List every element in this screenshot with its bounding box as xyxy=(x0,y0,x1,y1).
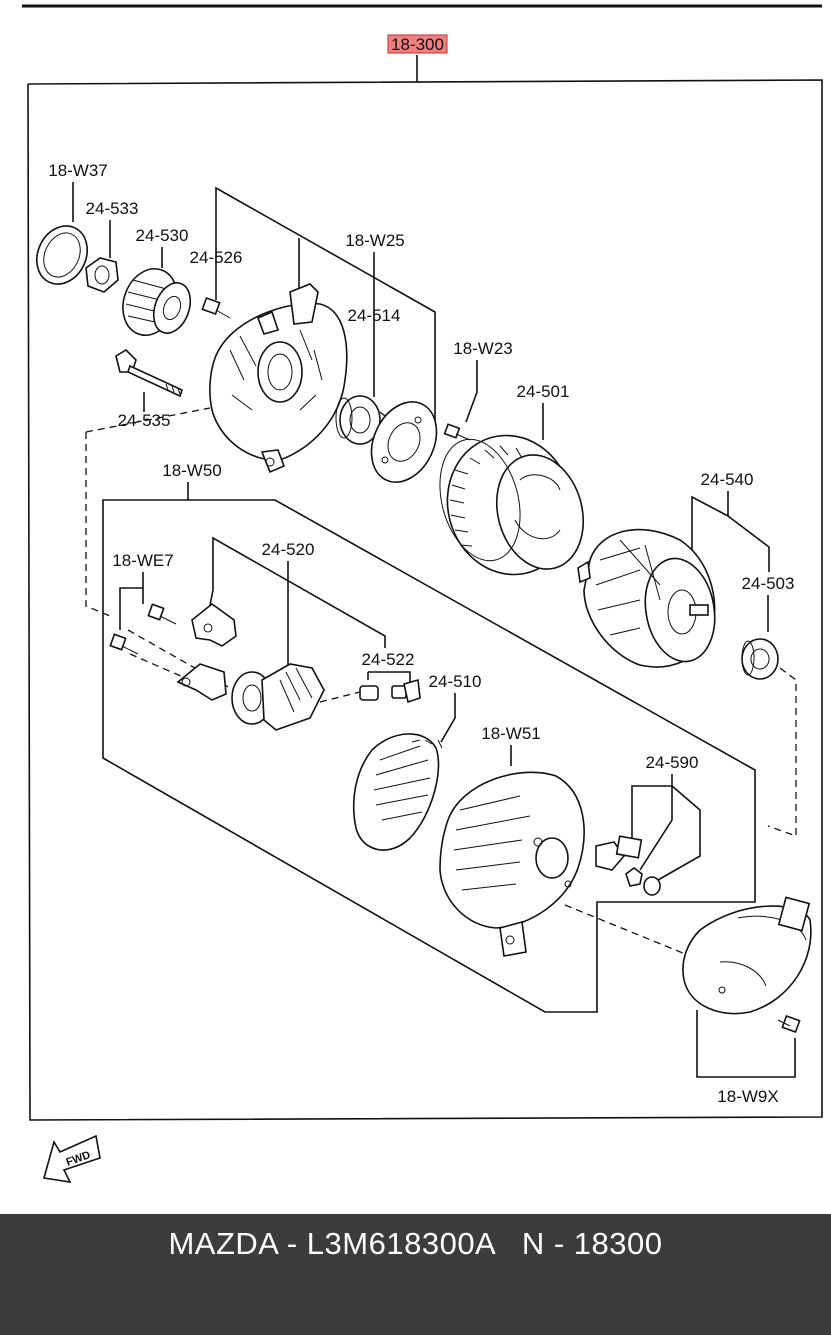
label-18-w9x[interactable]: 18-W9X xyxy=(717,1087,778,1106)
part-number-caption: MAZDA - L3M618300A N - 18300 xyxy=(168,1226,663,1261)
front-screw xyxy=(201,296,231,319)
label-24-501[interactable]: 24-501 xyxy=(517,382,570,401)
assembly-label[interactable]: 18-300 xyxy=(391,35,444,54)
rear-bearing xyxy=(741,638,779,680)
rear-cover xyxy=(682,896,812,1015)
label-24-520[interactable]: 24-520 xyxy=(262,540,315,559)
rear-housing xyxy=(439,771,585,957)
pulley xyxy=(122,268,192,336)
rear-cover-screw xyxy=(777,1014,801,1034)
brush-holder xyxy=(231,663,325,731)
front-housing xyxy=(209,283,348,474)
rectifier xyxy=(352,733,443,851)
brush-holder-screws xyxy=(109,603,177,655)
label-24-533[interactable]: 24-533 xyxy=(86,199,139,218)
label-24-522[interactable]: 24-522 xyxy=(362,650,415,669)
label-18-w25[interactable]: 18-W25 xyxy=(345,231,405,250)
rotor xyxy=(577,528,716,668)
label-18-w50[interactable]: 18-W50 xyxy=(162,461,222,480)
label-24-535[interactable]: 24-535 xyxy=(118,411,171,430)
label-18-w37[interactable]: 18-W37 xyxy=(48,161,108,180)
alternator-exploded-diagram: 18-300 18-W37 24-533 24-530 24-526 18-W2… xyxy=(22,4,823,1184)
through-bolt xyxy=(115,348,183,398)
label-24-540[interactable]: 24-540 xyxy=(701,470,754,489)
label-18-w23[interactable]: 18-W23 xyxy=(453,339,513,358)
dust-cap xyxy=(36,225,88,285)
brushes xyxy=(359,678,421,704)
forward-arrow-icon: FWD xyxy=(42,1134,101,1184)
assembly-label-highlight xyxy=(387,34,448,54)
pulley-nut xyxy=(85,257,119,293)
b-terminal-parts xyxy=(595,835,661,896)
leader-lines xyxy=(72,182,796,1078)
assembly-frame xyxy=(27,79,823,1121)
stator xyxy=(439,434,585,576)
bearing-retainer xyxy=(370,401,438,483)
label-24-510[interactable]: 24-510 xyxy=(429,672,482,691)
footer-bar: MAZDA - L3M618300A N - 18300 xyxy=(0,1214,831,1335)
label-18-w51[interactable]: 18-W51 xyxy=(481,724,541,743)
retainer-screw xyxy=(443,423,471,441)
label-24-503[interactable]: 24-503 xyxy=(742,574,795,593)
front-bearing xyxy=(335,395,381,445)
label-18-we7[interactable]: 18-WE7 xyxy=(112,551,173,570)
label-24-590[interactable]: 24-590 xyxy=(646,753,699,772)
label-24-530[interactable]: 24-530 xyxy=(136,226,189,245)
terminal-brackets xyxy=(176,602,237,701)
